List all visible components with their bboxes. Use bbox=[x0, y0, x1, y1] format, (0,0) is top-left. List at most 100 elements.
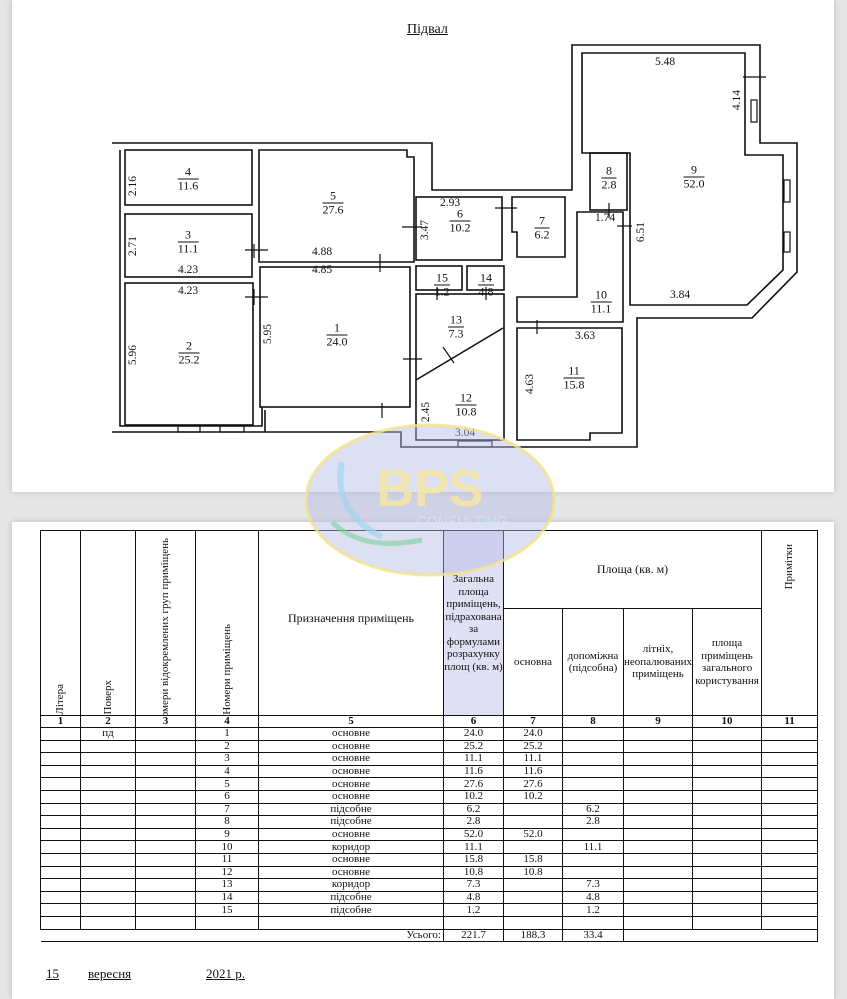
common-area-cell bbox=[692, 852, 763, 867]
main-area-cell bbox=[503, 802, 563, 817]
room-number: 15 bbox=[434, 270, 450, 286]
purpose-cell: підсобне bbox=[258, 815, 444, 829]
column-number: 7 bbox=[503, 715, 563, 728]
room-area: 6.2 bbox=[534, 227, 550, 242]
floor-cell bbox=[80, 878, 136, 892]
common-area-cell bbox=[692, 827, 763, 842]
purpose-cell: основне bbox=[258, 727, 444, 741]
total-area-cell: 11.6 bbox=[443, 764, 504, 779]
empty-cell bbox=[622, 915, 694, 930]
letter-cell bbox=[40, 789, 81, 804]
notes-cell bbox=[761, 764, 819, 779]
room-5-outline bbox=[258, 149, 415, 263]
room-4-outline bbox=[124, 149, 253, 206]
letter-cell bbox=[40, 827, 81, 842]
dimension-label: 5.48 bbox=[654, 56, 676, 68]
room-7-outline bbox=[511, 196, 566, 258]
dimension-label: 3.63 bbox=[574, 330, 596, 342]
purpose-cell: основне bbox=[258, 827, 444, 842]
summer-area-cell bbox=[622, 802, 694, 817]
room-area: 11.1 bbox=[590, 301, 612, 316]
header-area-group: Площа (кв. м) bbox=[502, 530, 763, 609]
common-area-cell bbox=[692, 727, 763, 741]
summer-area-cell bbox=[622, 727, 694, 741]
room-area: 1.2 bbox=[434, 284, 450, 299]
dimension-label: 2.16 bbox=[127, 175, 139, 197]
main-area-cell: 11.6 bbox=[503, 764, 563, 779]
total-empty bbox=[622, 928, 819, 943]
room-number: 14 bbox=[478, 270, 494, 286]
group-cell bbox=[135, 739, 196, 754]
room-number-cell: 2 bbox=[195, 739, 259, 754]
header-main-area: основна bbox=[503, 608, 563, 716]
date-day: 15 bbox=[46, 966, 59, 981]
group-cell bbox=[135, 764, 196, 779]
purpose-cell: основне bbox=[258, 764, 444, 779]
main-area-cell: 52.0 bbox=[503, 827, 563, 842]
outer-wall bbox=[112, 44, 798, 448]
floor-cell bbox=[80, 865, 136, 880]
notes-cell bbox=[761, 777, 819, 791]
group-cell bbox=[135, 789, 196, 804]
empty-cell bbox=[80, 915, 136, 930]
empty-row bbox=[40, 915, 819, 930]
summer-area-cell bbox=[622, 903, 694, 917]
purpose-cell: підсобне bbox=[258, 802, 444, 817]
purpose-cell: коридор bbox=[258, 878, 444, 892]
main-area-cell bbox=[503, 903, 563, 917]
main-area-cell: 24.0 bbox=[503, 727, 563, 741]
summer-area-cell bbox=[622, 764, 694, 779]
purpose-cell: коридор bbox=[258, 840, 444, 854]
common-area-cell bbox=[692, 840, 763, 854]
column-number: 4 bbox=[195, 715, 259, 728]
aux-area-cell bbox=[562, 777, 624, 791]
group-cell bbox=[135, 777, 196, 791]
floor-cell bbox=[80, 789, 136, 804]
aux-area-cell: 7.3 bbox=[562, 878, 624, 892]
common-area-cell bbox=[692, 815, 763, 829]
notes-cell bbox=[761, 890, 819, 905]
room-number: 13 bbox=[448, 312, 464, 328]
total-area-cell: 10.8 bbox=[443, 865, 504, 880]
summer-area-cell bbox=[622, 739, 694, 754]
letter-cell bbox=[40, 752, 81, 766]
summer-area-cell bbox=[622, 815, 694, 829]
column-number: 1 bbox=[40, 715, 81, 728]
empty-cell bbox=[503, 915, 563, 930]
room-6-outline bbox=[415, 196, 503, 261]
room-number-cell: 11 bbox=[195, 852, 259, 867]
group-cell bbox=[135, 752, 196, 766]
room-10-outline bbox=[516, 211, 624, 323]
letter-cell bbox=[40, 890, 81, 905]
common-area-cell bbox=[692, 865, 763, 880]
column-number: 10 bbox=[692, 715, 763, 728]
header-summer-area: літніх, неопалюваних приміщень bbox=[622, 608, 694, 716]
header-aux-area: допоміжна (підсобна) bbox=[562, 608, 624, 716]
header-purpose: Призначення приміщень bbox=[258, 530, 444, 716]
room-number-cell: 6 bbox=[195, 789, 259, 804]
room-number: 7 bbox=[534, 214, 550, 229]
partition-12-13 bbox=[415, 327, 504, 381]
purpose-cell: основне bbox=[258, 739, 444, 754]
column-number: 6 bbox=[443, 715, 504, 728]
room-area: 24.0 bbox=[326, 334, 348, 349]
room-number-cell: 10 bbox=[195, 840, 259, 854]
header-letter: Літера bbox=[40, 530, 81, 716]
summer-area-cell bbox=[622, 840, 694, 854]
room-number-cell: 15 bbox=[195, 903, 259, 917]
floor-cell bbox=[80, 777, 136, 791]
column-number: 5 bbox=[258, 715, 444, 728]
column-number: 8 bbox=[562, 715, 624, 728]
room-area: 10.8 bbox=[455, 404, 477, 419]
aux-area-cell bbox=[562, 764, 624, 779]
